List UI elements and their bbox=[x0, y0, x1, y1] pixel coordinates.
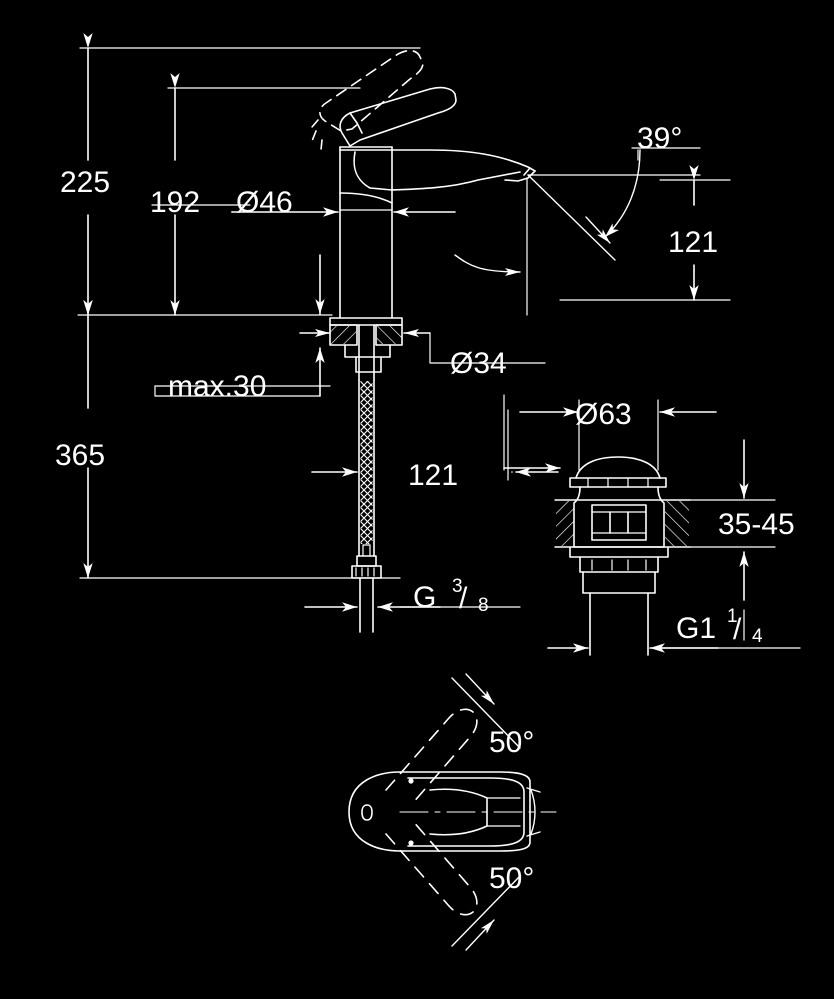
supply-thread-numerator: 3 bbox=[452, 576, 463, 597]
mixer-body-outline bbox=[339, 146, 393, 319]
dim-spout-projection bbox=[454, 165, 731, 316]
label-drain-cap-diameter: Ø63 bbox=[575, 398, 632, 431]
dim-spout-angle bbox=[527, 147, 701, 261]
label-supply-length: 365 bbox=[55, 439, 105, 472]
drain-thread-slash: / bbox=[733, 613, 742, 646]
supply-thread-prefix: G bbox=[413, 581, 436, 614]
dim-basin-thickness bbox=[689, 439, 776, 601]
label-body-diameter: Ø46 bbox=[236, 186, 293, 219]
dim-drain-thread bbox=[547, 609, 801, 653]
label-max-thickness: max.30 bbox=[168, 370, 266, 403]
dim-spout-height bbox=[167, 73, 361, 316]
drain-thread-numerator: 1 bbox=[727, 606, 738, 627]
label-supply-thread: G 3 / 8 bbox=[413, 576, 489, 616]
dim-body-diameter bbox=[151, 204, 456, 217]
drain-assembly bbox=[554, 456, 691, 656]
swivel-ghost-positions bbox=[385, 708, 478, 916]
counter-hatch-right bbox=[377, 326, 402, 344]
supply-thread-denominator: 8 bbox=[478, 595, 489, 616]
supply-hose bbox=[351, 379, 382, 633]
mixer-elevation bbox=[311, 49, 536, 319]
plan-view-swivel bbox=[348, 673, 557, 951]
spout-underside bbox=[391, 171, 521, 191]
counter-hatch-left bbox=[330, 326, 356, 344]
label-spout-height: 192 bbox=[150, 186, 200, 219]
dim-shank-diameter bbox=[299, 329, 546, 364]
label-shank-diameter: Ø34 bbox=[450, 347, 507, 380]
drain-thread-denominator: 4 bbox=[752, 626, 763, 647]
label-swivel-left: 50° bbox=[489, 726, 534, 759]
drain-hatch-right bbox=[665, 501, 689, 546]
dim-drain-cap-diameter bbox=[503, 394, 717, 473]
label-basin-thickness: 35-45 bbox=[718, 508, 795, 541]
label-swivel-right: 50° bbox=[489, 862, 534, 895]
spout-upper-surface bbox=[339, 149, 536, 172]
dim-supply-length bbox=[77, 300, 401, 579]
label-drain-thread: G1 1 / 4 bbox=[676, 606, 763, 647]
label-total-height: 225 bbox=[60, 166, 110, 199]
label-spout-projection: 121 bbox=[668, 226, 718, 259]
supply-thread-slash: / bbox=[459, 582, 468, 615]
drain-hatch-left bbox=[556, 501, 574, 546]
label-spout-angle: 39° bbox=[637, 122, 682, 155]
drain-thread-prefix: G1 bbox=[676, 612, 716, 645]
hose-braid-texture bbox=[360, 381, 373, 544]
handle-lever-down bbox=[339, 86, 457, 147]
dim-max-thickness bbox=[154, 254, 331, 397]
dim-total-height bbox=[79, 33, 421, 316]
handle-lever-up bbox=[319, 49, 424, 132]
label-hose-length: 121 bbox=[408, 459, 458, 492]
